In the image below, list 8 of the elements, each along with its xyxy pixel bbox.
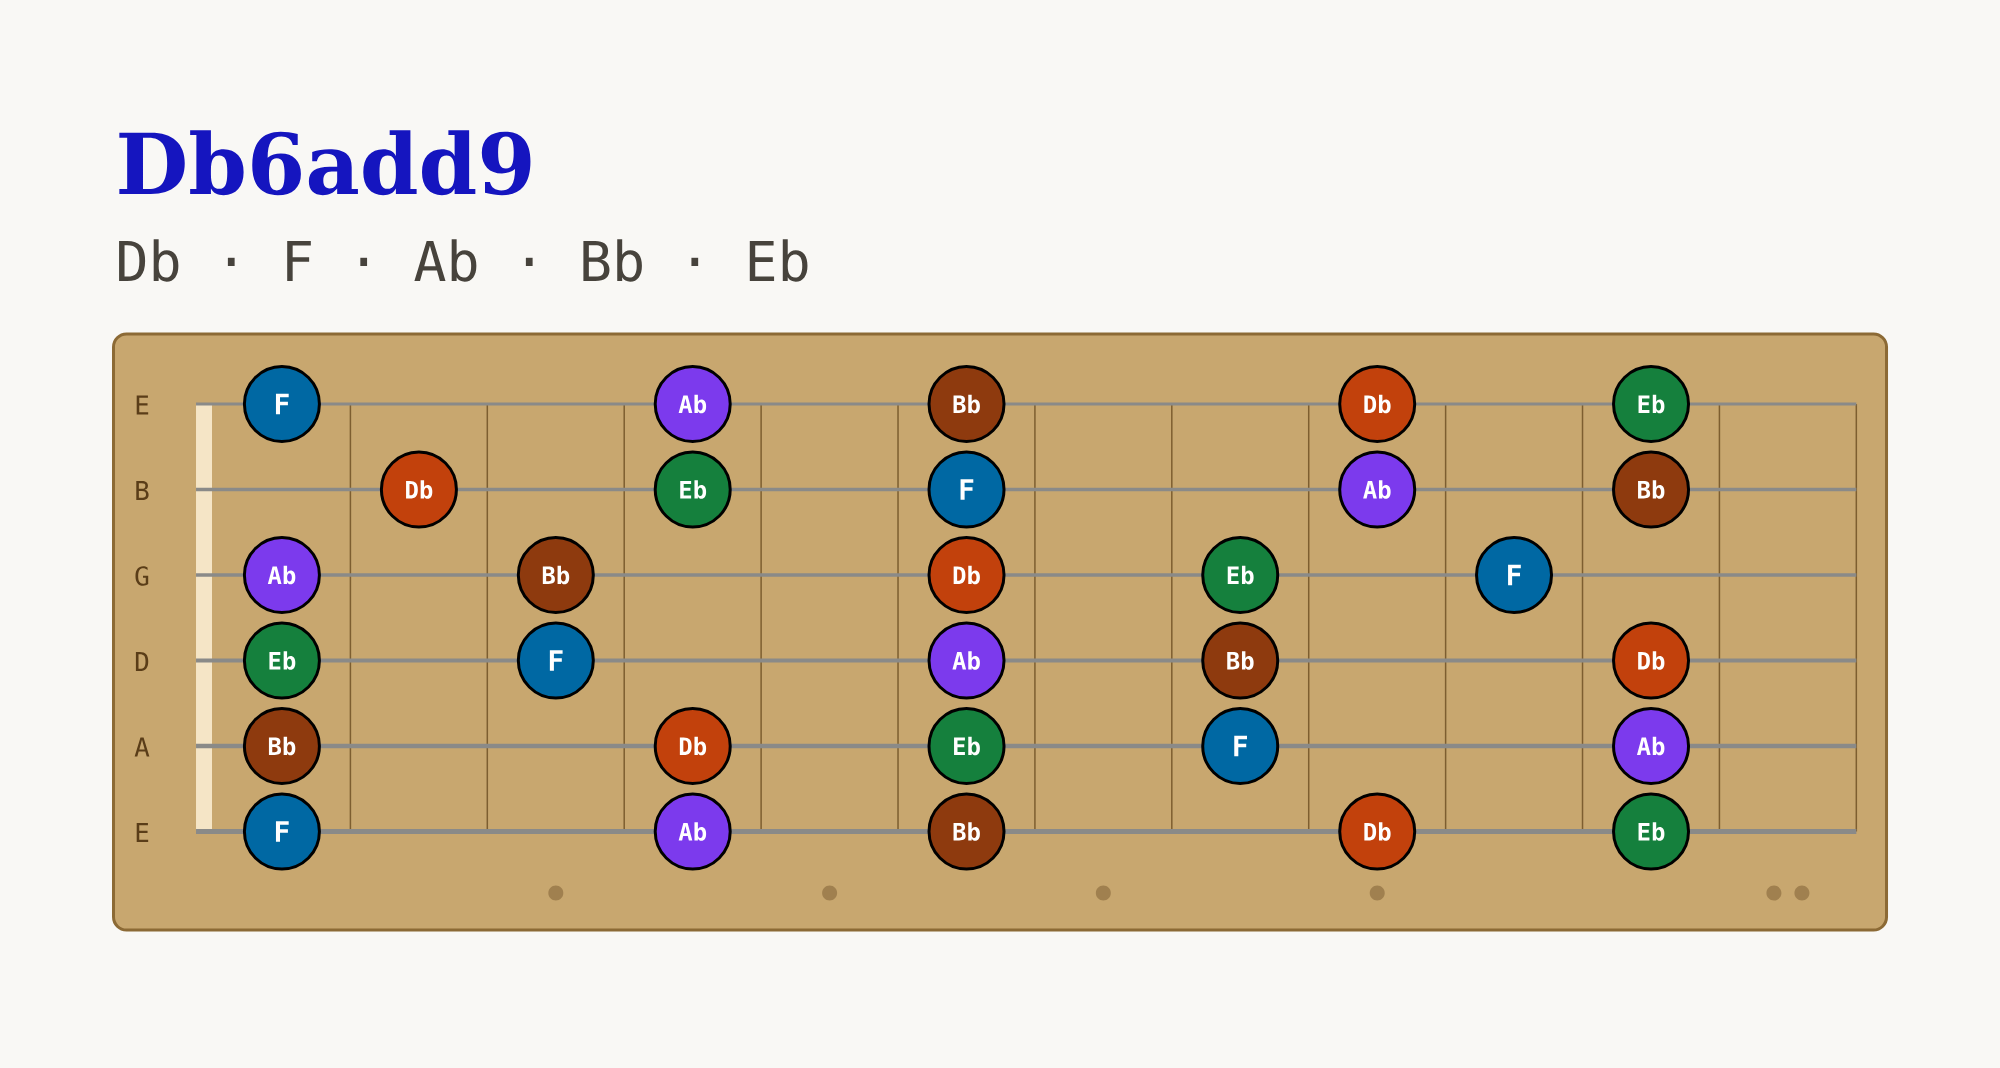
chord-tones: Db · F · Ab · Bb · Eb — [119, 239, 808, 282]
string-name: G — [135, 566, 149, 586]
string-name: A — [134, 737, 150, 757]
string-name: E — [136, 395, 149, 415]
string-name: D — [135, 652, 149, 671]
chord-title: Db6add9 — [119, 130, 531, 196]
string-name: B — [136, 481, 149, 500]
string-name: E — [136, 823, 149, 842]
